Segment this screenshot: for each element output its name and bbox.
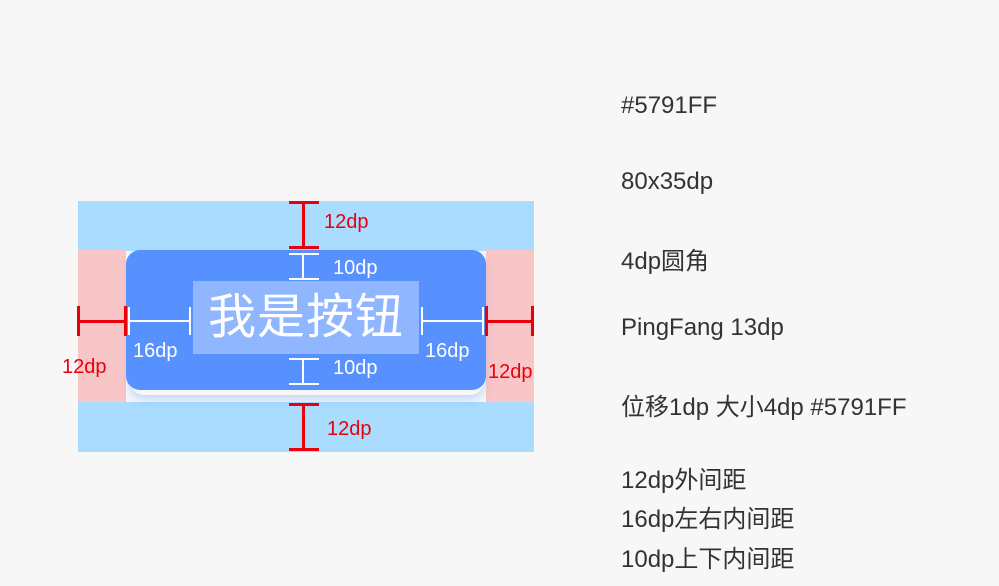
measure-cap xyxy=(289,448,319,451)
measure-margin-right xyxy=(486,320,534,323)
spec-color: #5791FF xyxy=(621,92,718,119)
measure-cap xyxy=(289,358,319,360)
spec-font: PingFang 13dp xyxy=(621,314,784,341)
measure-cap xyxy=(128,307,130,335)
measure-cap xyxy=(485,306,488,336)
margin-left-area xyxy=(78,250,126,402)
measure-cap xyxy=(289,201,319,204)
margin-top-area xyxy=(78,201,534,251)
measure-padding-top xyxy=(302,253,304,279)
label-padding-left: 16dp xyxy=(133,340,178,362)
label-padding-top: 10dp xyxy=(333,257,378,279)
measure-cap xyxy=(289,278,319,280)
margin-bottom-area xyxy=(78,402,534,452)
measure-cap xyxy=(289,246,319,249)
label-padding-bottom: 10dp xyxy=(333,357,378,379)
measure-padding-bottom xyxy=(302,358,304,384)
margin-right-area xyxy=(486,250,534,402)
measure-margin-top xyxy=(302,202,305,248)
spec-size: 80x35dp xyxy=(621,168,714,195)
measure-cap xyxy=(124,306,127,336)
measure-cap xyxy=(531,306,534,336)
measure-cap xyxy=(289,383,319,385)
measure-margin-left xyxy=(78,320,126,323)
button-label: 我是按钮 xyxy=(207,289,404,345)
measure-cap xyxy=(482,307,484,335)
label-padding-right: 16dp xyxy=(425,340,470,362)
label-margin-right: 12dp xyxy=(488,361,533,383)
measure-margin-bottom xyxy=(302,404,305,450)
measure-cap xyxy=(421,307,423,335)
measure-cap xyxy=(289,253,319,255)
measure-padding-left xyxy=(128,320,191,322)
button-text-box xyxy=(193,281,419,354)
label-margin-top: 12dp xyxy=(324,211,369,233)
label-margin-left: 12dp xyxy=(62,356,107,378)
spec-margin: 12dp外间距 xyxy=(621,467,747,494)
measure-cap xyxy=(289,403,319,406)
spec-radius: 4dp圆角 xyxy=(621,248,710,275)
measure-cap xyxy=(77,306,80,336)
spec-shadow: 位移1dp 大小4dp #5791FF xyxy=(621,394,907,421)
label-margin-bottom: 12dp xyxy=(327,418,372,440)
measure-cap xyxy=(189,307,191,335)
measure-padding-right xyxy=(421,320,484,322)
spec-padding-vertical: 10dp上下内间距 xyxy=(621,546,795,573)
spec-padding-horizontal: 16dp左右内间距 xyxy=(621,506,795,533)
